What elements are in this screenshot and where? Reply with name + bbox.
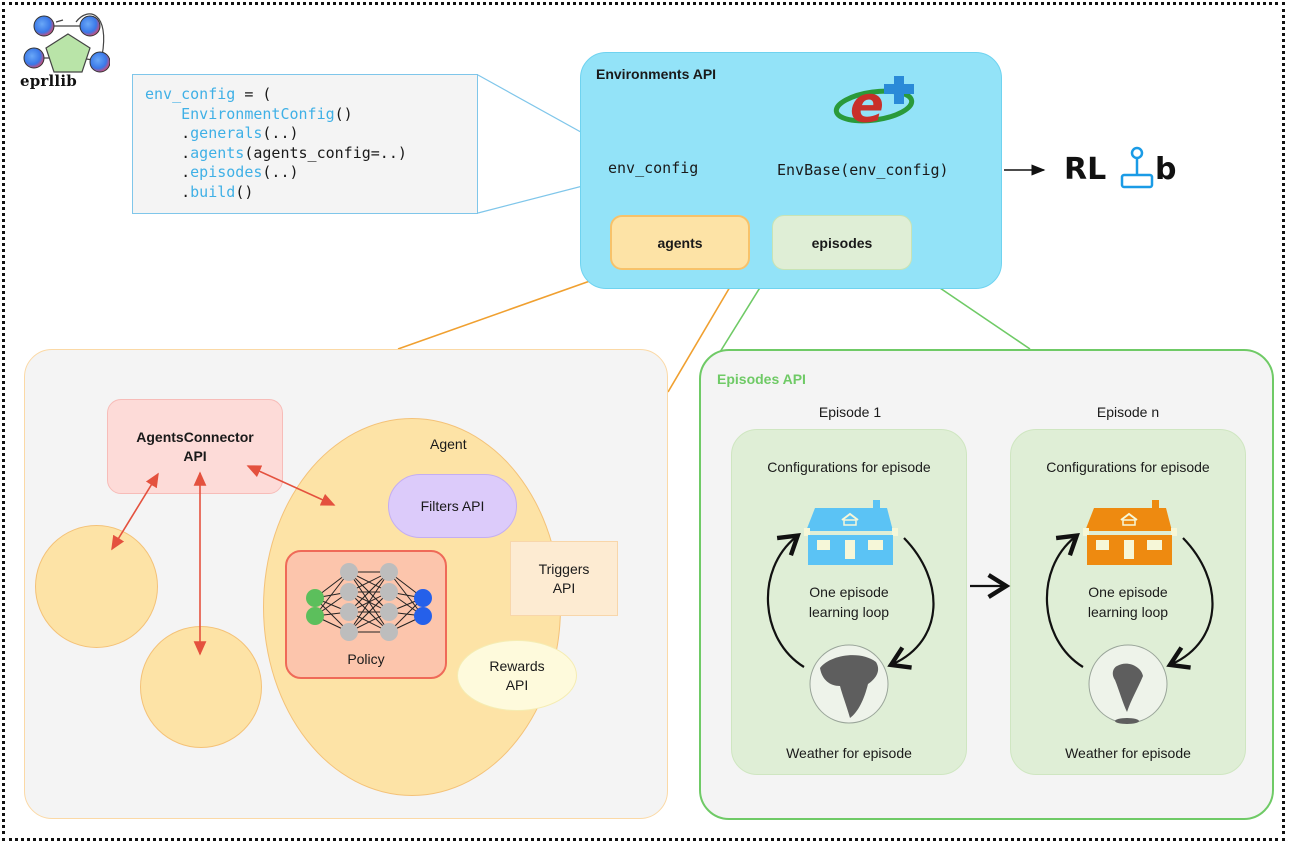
nn-node: [380, 603, 398, 621]
rewards-line2: API: [505, 676, 529, 693]
code-line: .episodes(..): [145, 163, 477, 183]
rllib-text-right: b: [1155, 152, 1176, 187]
environments-api-title: Environments API: [596, 66, 717, 82]
rllib-logo-icon: RL b: [1064, 146, 1176, 189]
episodes-pill-label: episodes: [811, 234, 873, 251]
episode-1-loop-line1: One episode: [809, 584, 889, 600]
agents-connector-api-box: AgentsConnector API: [107, 399, 283, 494]
episode-n-loop-label: One episode learning loop: [1010, 582, 1246, 622]
nn-node: [340, 583, 358, 601]
code-line: .generals(..): [145, 124, 477, 144]
nn-edge: [314, 571, 350, 617]
envbase-label: EnvBase(env_config): [777, 161, 949, 179]
episode-1-loop-line2: learning loop: [808, 604, 890, 620]
rewards-api-box: Rewards API: [457, 640, 577, 711]
nn-node: [340, 603, 358, 621]
triggers-line2: API: [552, 579, 576, 596]
episode-1-loop-label: One episode learning loop: [731, 582, 967, 622]
policy-label: Policy: [347, 651, 385, 667]
nn-edge: [348, 571, 390, 613]
agents-connector-line1: AgentsConnector: [136, 428, 254, 445]
nn-node: [340, 563, 358, 581]
episode-n-weather-label: Weather for episode: [1065, 745, 1191, 761]
code-token: .: [145, 182, 191, 201]
episode-1-config-label: Configurations for episode: [767, 459, 931, 475]
agent-label: Agent: [430, 436, 467, 452]
episode-1-weather-label: Weather for episode: [786, 745, 912, 761]
env-config-label: env_config: [608, 159, 699, 177]
code-line: .agents(agents_config=..): [145, 144, 477, 164]
code-line: EnvironmentConfig(): [145, 105, 477, 125]
episode-n-loop-line1: One episode: [1088, 584, 1168, 600]
episode-n-loop-line2: learning loop: [1087, 604, 1169, 620]
nn-node: [414, 589, 432, 607]
code-token: agents: [190, 143, 245, 162]
agents-pill[interactable]: agents: [610, 215, 750, 270]
eprllib-logo: eprllib: [18, 10, 111, 92]
nn-edge: [348, 591, 390, 633]
policy-box: Policy: [285, 550, 447, 679]
code-token: env_config: [145, 85, 236, 103]
code-line: .build(): [145, 183, 477, 203]
code-token: .: [145, 143, 191, 162]
neural-network-icon: [306, 563, 432, 641]
nn-node: [380, 583, 398, 601]
other-agent-circle-2: [140, 626, 262, 748]
rewards-line1: Rewards: [489, 657, 545, 674]
nn-node: [380, 563, 398, 581]
code-line: env_config = (: [145, 85, 477, 105]
eprllib-logo-text: eprllib: [20, 72, 77, 90]
nn-node: [340, 623, 358, 641]
code-token: (agents_config=..): [244, 143, 407, 162]
triggers-line1: Triggers: [538, 560, 590, 577]
triggers-api-box: Triggers API: [510, 541, 618, 616]
code-token: .: [145, 163, 191, 181]
nn-node: [306, 607, 324, 625]
episodes-pill[interactable]: episodes: [772, 215, 912, 270]
episodes-api-title: Episodes API: [717, 371, 806, 387]
filters-api-box: Filters API: [388, 474, 517, 538]
code-token: (): [334, 104, 353, 123]
episode-1-heading: Episode 1: [818, 404, 882, 420]
agents-connector-line2: API: [183, 447, 207, 464]
rllib-text-left: RL: [1064, 152, 1106, 187]
episode-n-config-label: Configurations for episode: [1046, 459, 1210, 475]
energyplus-logo-icon: e: [828, 74, 924, 134]
code-token: (..): [262, 163, 299, 181]
code-token: (): [235, 182, 254, 201]
episode-n-heading: Episode n: [1096, 404, 1160, 420]
env-config-code-block: env_config = ( EnvironmentConfig() .gene…: [132, 74, 478, 214]
svg-text:e: e: [850, 76, 884, 132]
code-token: generals: [190, 124, 263, 142]
rllib-logo: RL b: [1064, 145, 1184, 195]
nn-edge: [348, 571, 390, 633]
nn-node: [414, 607, 432, 625]
code-token: (..): [262, 124, 299, 142]
eprllib-graph-icon: [23, 13, 111, 73]
code-token: EnvironmentConfig: [181, 104, 335, 123]
filters-api-label: Filters API: [420, 498, 485, 514]
nn-node: [306, 589, 324, 607]
code-token: .: [145, 124, 191, 142]
code-token: [145, 105, 181, 123]
other-agent-circle-1: [35, 525, 158, 648]
code-token: episodes: [190, 163, 263, 181]
nn-node: [380, 623, 398, 641]
code-token: = (: [235, 85, 272, 103]
nn-edge: [388, 571, 424, 617]
agents-pill-label: agents: [657, 234, 703, 251]
code-token: build: [190, 182, 236, 201]
